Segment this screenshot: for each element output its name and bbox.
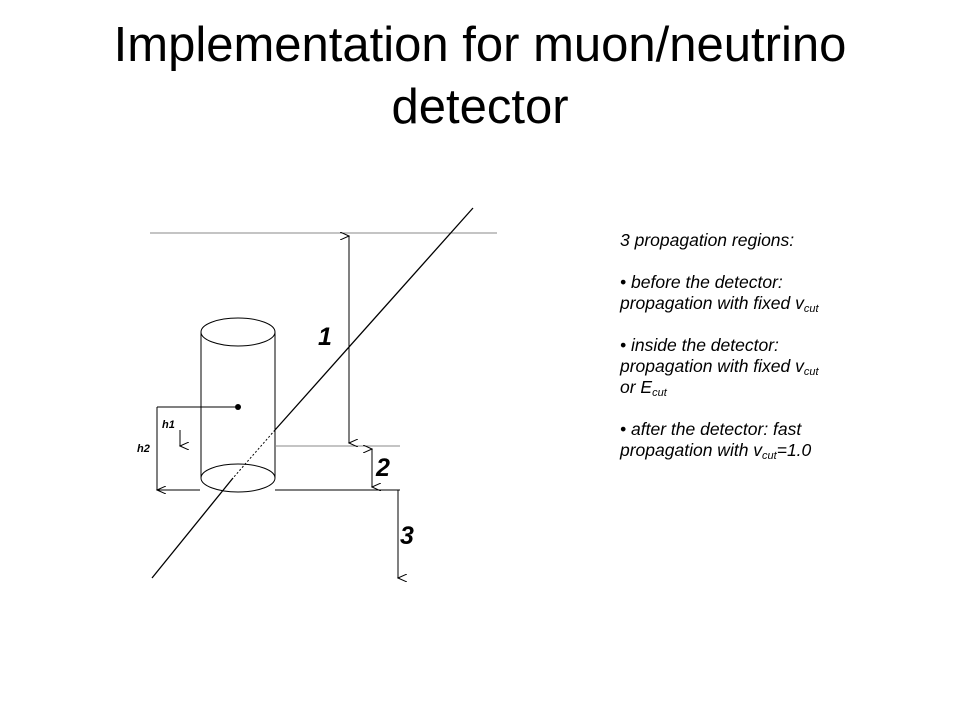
track-lower-segment [151, 477, 234, 579]
region-1-label: 1 [318, 323, 332, 351]
track-upper-segment [274, 207, 474, 431]
detector-cylinder [200, 317, 276, 493]
bullet-inside-detector: • inside the detector: propagation with … [620, 335, 940, 399]
bullet3-line1: after the detector: fast [631, 419, 802, 439]
slide-title-line-2: detector [391, 80, 569, 134]
bullet1-line2: propagation with fixed v [620, 293, 804, 313]
region-2-label: 2 [375, 454, 390, 482]
bullet2-subscript-1: cut [803, 366, 819, 378]
bullet-symbol: • [620, 335, 627, 355]
track-inside-segment [232, 429, 276, 479]
bullet-after-detector: • after the detector: fast propagation w… [620, 419, 940, 462]
detector-center-dot [235, 404, 241, 410]
bullet2-line2: propagation with fixed v [620, 356, 804, 376]
cylinder-top-ellipse [200, 317, 276, 347]
bullet-before-detector: • before the detector: propagation with … [620, 272, 940, 315]
bullet-symbol: • [620, 272, 627, 292]
region-3-label: 3 [400, 522, 414, 550]
bullet3-subscript: cut [762, 450, 777, 462]
bullet3-line2: propagation with v [620, 440, 763, 460]
bullet1-line1: before the detector: [631, 272, 783, 292]
h1-label: h1 [162, 419, 175, 431]
h2-label: h2 [137, 443, 150, 455]
bullet2-subscript-2: cut [652, 387, 667, 399]
bullet1-subscript: cut [803, 303, 819, 315]
bullet-symbol: • [620, 419, 627, 439]
cylinder-bottom-ellipse [200, 463, 276, 493]
bullet2-line3: or E [620, 377, 653, 397]
notes-heading: 3 propagation regions: [620, 230, 795, 250]
muon-track [151, 207, 474, 579]
slide-title-line-1: Implementation for muon/neutrino [113, 18, 847, 72]
bullet3-line2-suffix: =1.0 [776, 440, 812, 460]
propagation-notes: 3 propagation regions: • before the dete… [620, 230, 940, 482]
bullet2-line1: inside the detector: [631, 335, 779, 355]
slide-title: Implementation for muon/neutrino detecto… [0, 14, 960, 138]
